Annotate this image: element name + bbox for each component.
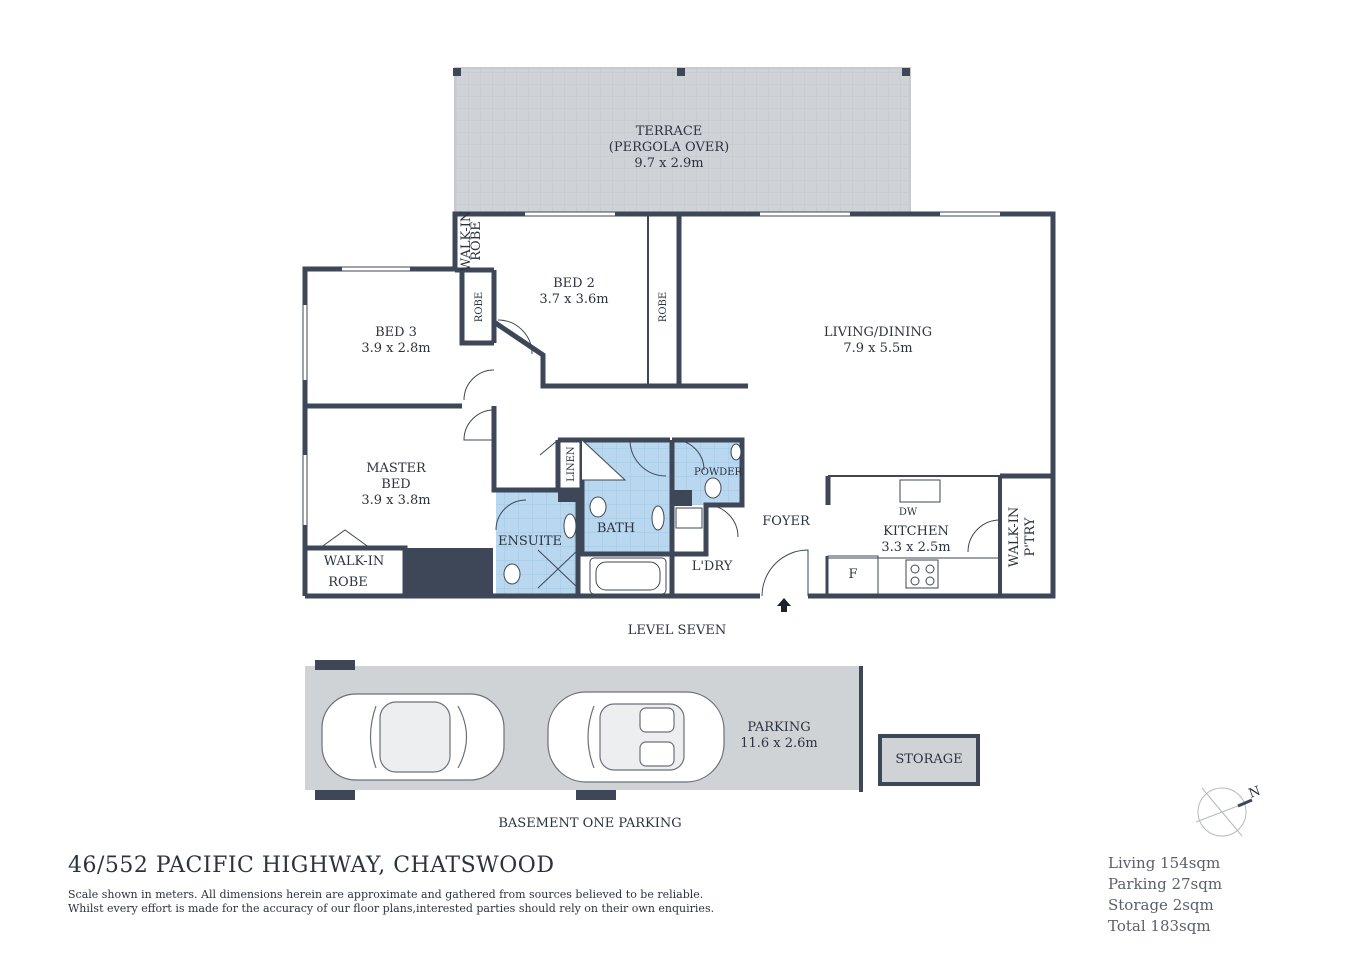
- terrace: [453, 67, 911, 215]
- powder-label: POWDER: [694, 467, 743, 478]
- svg-text:LIVING/DINING: LIVING/DINING: [824, 325, 932, 340]
- area-storage: Storage 2sqm: [1108, 896, 1214, 914]
- storage: [878, 734, 980, 786]
- disclaimer-line: Scale shown in meters. All dimensions he…: [68, 888, 704, 901]
- svg-text:BED: BED: [381, 477, 410, 492]
- doors: [319, 319, 1001, 597]
- robe-bed2-label: ROBE: [658, 292, 669, 322]
- svg-text:P'TRY: P'TRY: [1023, 517, 1038, 556]
- fixtures: [503, 439, 1000, 595]
- dishwasher-label: DW: [899, 507, 918, 518]
- master-label: MASTER BED 3.9 x 3.8m: [361, 461, 430, 508]
- svg-text:TERRACE: TERRACE: [636, 124, 703, 139]
- svg-text:ROBE: ROBE: [469, 221, 484, 261]
- linen-label: LINEN: [566, 446, 577, 482]
- compass-letter: N: [1247, 784, 1263, 802]
- level-seven-label: LEVEL SEVEN: [628, 623, 726, 638]
- walkin-pantry-label: WALK-IN P'TRY: [1007, 507, 1038, 567]
- svg-text:WALK-IN: WALK-IN: [1007, 507, 1022, 567]
- svg-text:KITCHEN: KITCHEN: [883, 524, 949, 539]
- svg-text:3.9 x 3.8m: 3.9 x 3.8m: [361, 493, 430, 508]
- svg-text:7.9 x 5.5m: 7.9 x 5.5m: [843, 341, 912, 356]
- fridge-label: F: [848, 567, 857, 582]
- svg-text:3.7 x 3.6m: 3.7 x 3.6m: [539, 292, 608, 307]
- disclaimer-line: Whilst every effort is made for the accu…: [68, 902, 715, 915]
- property-address: 46/552 PACIFIC HIGHWAY, CHATSWOOD: [68, 853, 555, 878]
- walkin-robe-label: WALK-IN ROBE: [324, 554, 384, 590]
- svg-text:9.7 x 2.9m: 9.7 x 2.9m: [634, 156, 703, 171]
- svg-text:11.6 x 2.6m: 11.6 x 2.6m: [740, 736, 818, 751]
- svg-text:ROBE: ROBE: [328, 575, 368, 590]
- storage-label: STORAGE: [895, 752, 962, 767]
- windows: [303, 212, 1000, 525]
- car-right: [547, 691, 725, 783]
- walkin-robe-bed2-label: WALK-IN ROBE: [459, 211, 484, 271]
- svg-text:3.3 x 2.5m: 3.3 x 2.5m: [881, 540, 950, 555]
- bed3-label: BED 3 3.9 x 2.8m: [361, 325, 430, 356]
- bath-label: BATH: [597, 521, 635, 536]
- area-total: Total 183sqm: [1108, 917, 1211, 935]
- entry-arrow-icon: [777, 598, 791, 612]
- basement-label: BASEMENT ONE PARKING: [498, 816, 681, 831]
- svg-text:BED 3: BED 3: [375, 325, 417, 340]
- svg-text:MASTER: MASTER: [366, 461, 427, 476]
- svg-text:BED 2: BED 2: [553, 276, 595, 291]
- svg-text:(PERGOLA OVER): (PERGOLA OVER): [609, 140, 729, 155]
- car-left: [321, 693, 505, 781]
- laundry-label: L'DRY: [692, 559, 733, 574]
- terrace-label: TERRACE (PERGOLA OVER) 9.7 x 2.9m: [609, 124, 729, 171]
- wall-blocks: [405, 488, 692, 596]
- foyer-label: FOYER: [762, 514, 811, 529]
- area-living: Living 154sqm: [1108, 854, 1221, 872]
- bed2-label: BED 2 3.7 x 3.6m: [539, 276, 608, 307]
- area-summary: Living 154sqm Parking 27sqm Storage 2sqm…: [1108, 853, 1222, 937]
- svg-text:WALK-IN: WALK-IN: [324, 554, 384, 569]
- compass-icon: [1195, 787, 1253, 837]
- svg-text:3.9 x 2.8m: 3.9 x 2.8m: [361, 341, 430, 356]
- kitchen-label: KITCHEN 3.3 x 2.5m: [881, 524, 950, 555]
- living-label: LIVING/DINING 7.9 x 5.5m: [824, 325, 932, 356]
- robe-bed3-label: ROBE: [474, 292, 485, 322]
- parking-label: PARKING 11.6 x 2.6m: [740, 720, 818, 751]
- ensuite-label: ENSUITE: [498, 534, 562, 549]
- svg-text:WALK-IN: WALK-IN: [459, 211, 474, 271]
- area-parking: Parking 27sqm: [1108, 875, 1223, 893]
- svg-text:PARKING: PARKING: [747, 720, 810, 735]
- disclaimer: Scale shown in meters. All dimensions he…: [68, 888, 828, 916]
